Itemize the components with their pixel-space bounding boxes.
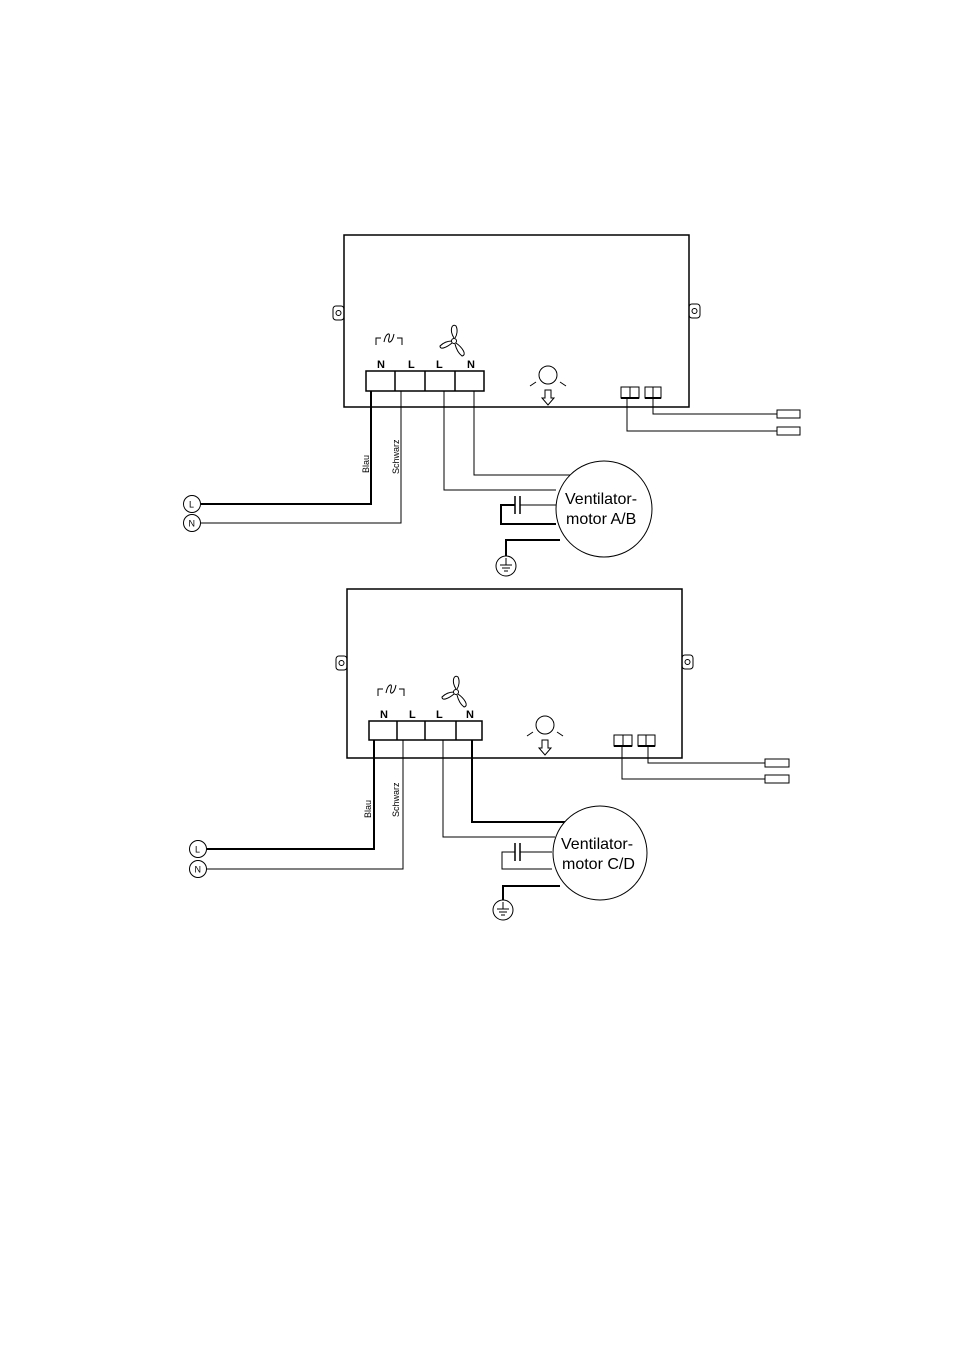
capacitor-icon xyxy=(501,843,552,870)
wire-blue-supply xyxy=(201,391,372,505)
supply-terminal-l: L xyxy=(183,495,201,513)
supply-terminal-n: N xyxy=(189,860,207,878)
terminal-label-n-1: N xyxy=(380,709,388,721)
sensor-connector-pair xyxy=(613,734,656,747)
capacitor-icon xyxy=(500,496,556,525)
sensor-connector-pair xyxy=(620,386,662,399)
wire-black-supply xyxy=(201,391,402,524)
sensor-plug-1 xyxy=(764,758,790,768)
power-supply-icon xyxy=(377,684,405,696)
motor-label-line2: motor A/B xyxy=(566,511,636,528)
terminal-label-n-1: N xyxy=(377,359,385,371)
wire-label-black: Schwarz xyxy=(391,439,401,474)
wire-label-blue: Blau xyxy=(361,455,371,473)
fan-motor xyxy=(555,460,653,558)
wire-label-black: Schwarz xyxy=(391,782,401,817)
terminal-block xyxy=(365,370,485,392)
fan-icon xyxy=(441,675,467,708)
wire-motor-n xyxy=(471,740,567,823)
sensor-icon xyxy=(529,365,567,406)
terminal-label-l-2: L xyxy=(436,359,443,371)
fan-icon xyxy=(439,324,465,357)
ground-icon xyxy=(495,555,517,577)
svg-text:L: L xyxy=(189,500,194,510)
wire-ground xyxy=(502,885,560,902)
mounting-ear-left xyxy=(335,655,348,671)
mounting-ear-right xyxy=(688,303,701,319)
svg-text:N: N xyxy=(195,865,202,875)
wire-motor-l xyxy=(443,391,556,491)
terminal-label-l-2: L xyxy=(436,709,443,721)
terminal-label-n-2: N xyxy=(467,359,475,371)
sensor-icon xyxy=(526,715,564,756)
svg-text:N: N xyxy=(189,519,196,529)
sensor-lead-2 xyxy=(626,398,777,432)
sensor-plug-1 xyxy=(776,409,801,419)
sensor-lead-2 xyxy=(621,746,765,780)
terminal-label-n-2: N xyxy=(466,709,474,721)
terminal-block xyxy=(368,720,483,741)
supply-terminal-n: N xyxy=(183,514,201,532)
motor-label-line2: motor C/D xyxy=(562,856,635,873)
wire-label-blue: Blau xyxy=(363,800,373,818)
wire-black-supply xyxy=(207,740,404,870)
diagram-cd: N L L N Blau Schwarz xyxy=(189,588,790,921)
wire-motor-l xyxy=(442,740,555,838)
wire-motor-n xyxy=(473,391,572,476)
motor-label-line1: Ventilator- xyxy=(561,836,633,853)
mounting-ear-right xyxy=(681,654,694,670)
sensor-plug-2 xyxy=(776,426,801,436)
sensor-lead-1 xyxy=(652,398,777,415)
diagram-ab: N L L N xyxy=(183,234,801,577)
terminal-label-l-1: L xyxy=(409,709,416,721)
svg-text:L: L xyxy=(195,845,200,855)
ground-icon xyxy=(492,899,514,921)
terminal-label-l-1: L xyxy=(408,359,415,371)
motor-label-line1: Ventilator- xyxy=(565,491,637,508)
wire-blue-supply xyxy=(207,740,375,850)
wire-ground xyxy=(505,539,560,558)
control-box xyxy=(346,588,683,759)
control-box xyxy=(343,234,690,408)
fan-motor xyxy=(552,805,648,901)
power-supply-icon xyxy=(375,333,403,345)
sensor-plug-2 xyxy=(764,774,790,784)
mounting-ear-left xyxy=(332,305,345,321)
supply-terminal-l: L xyxy=(189,840,207,858)
sensor-lead-1 xyxy=(647,746,765,764)
